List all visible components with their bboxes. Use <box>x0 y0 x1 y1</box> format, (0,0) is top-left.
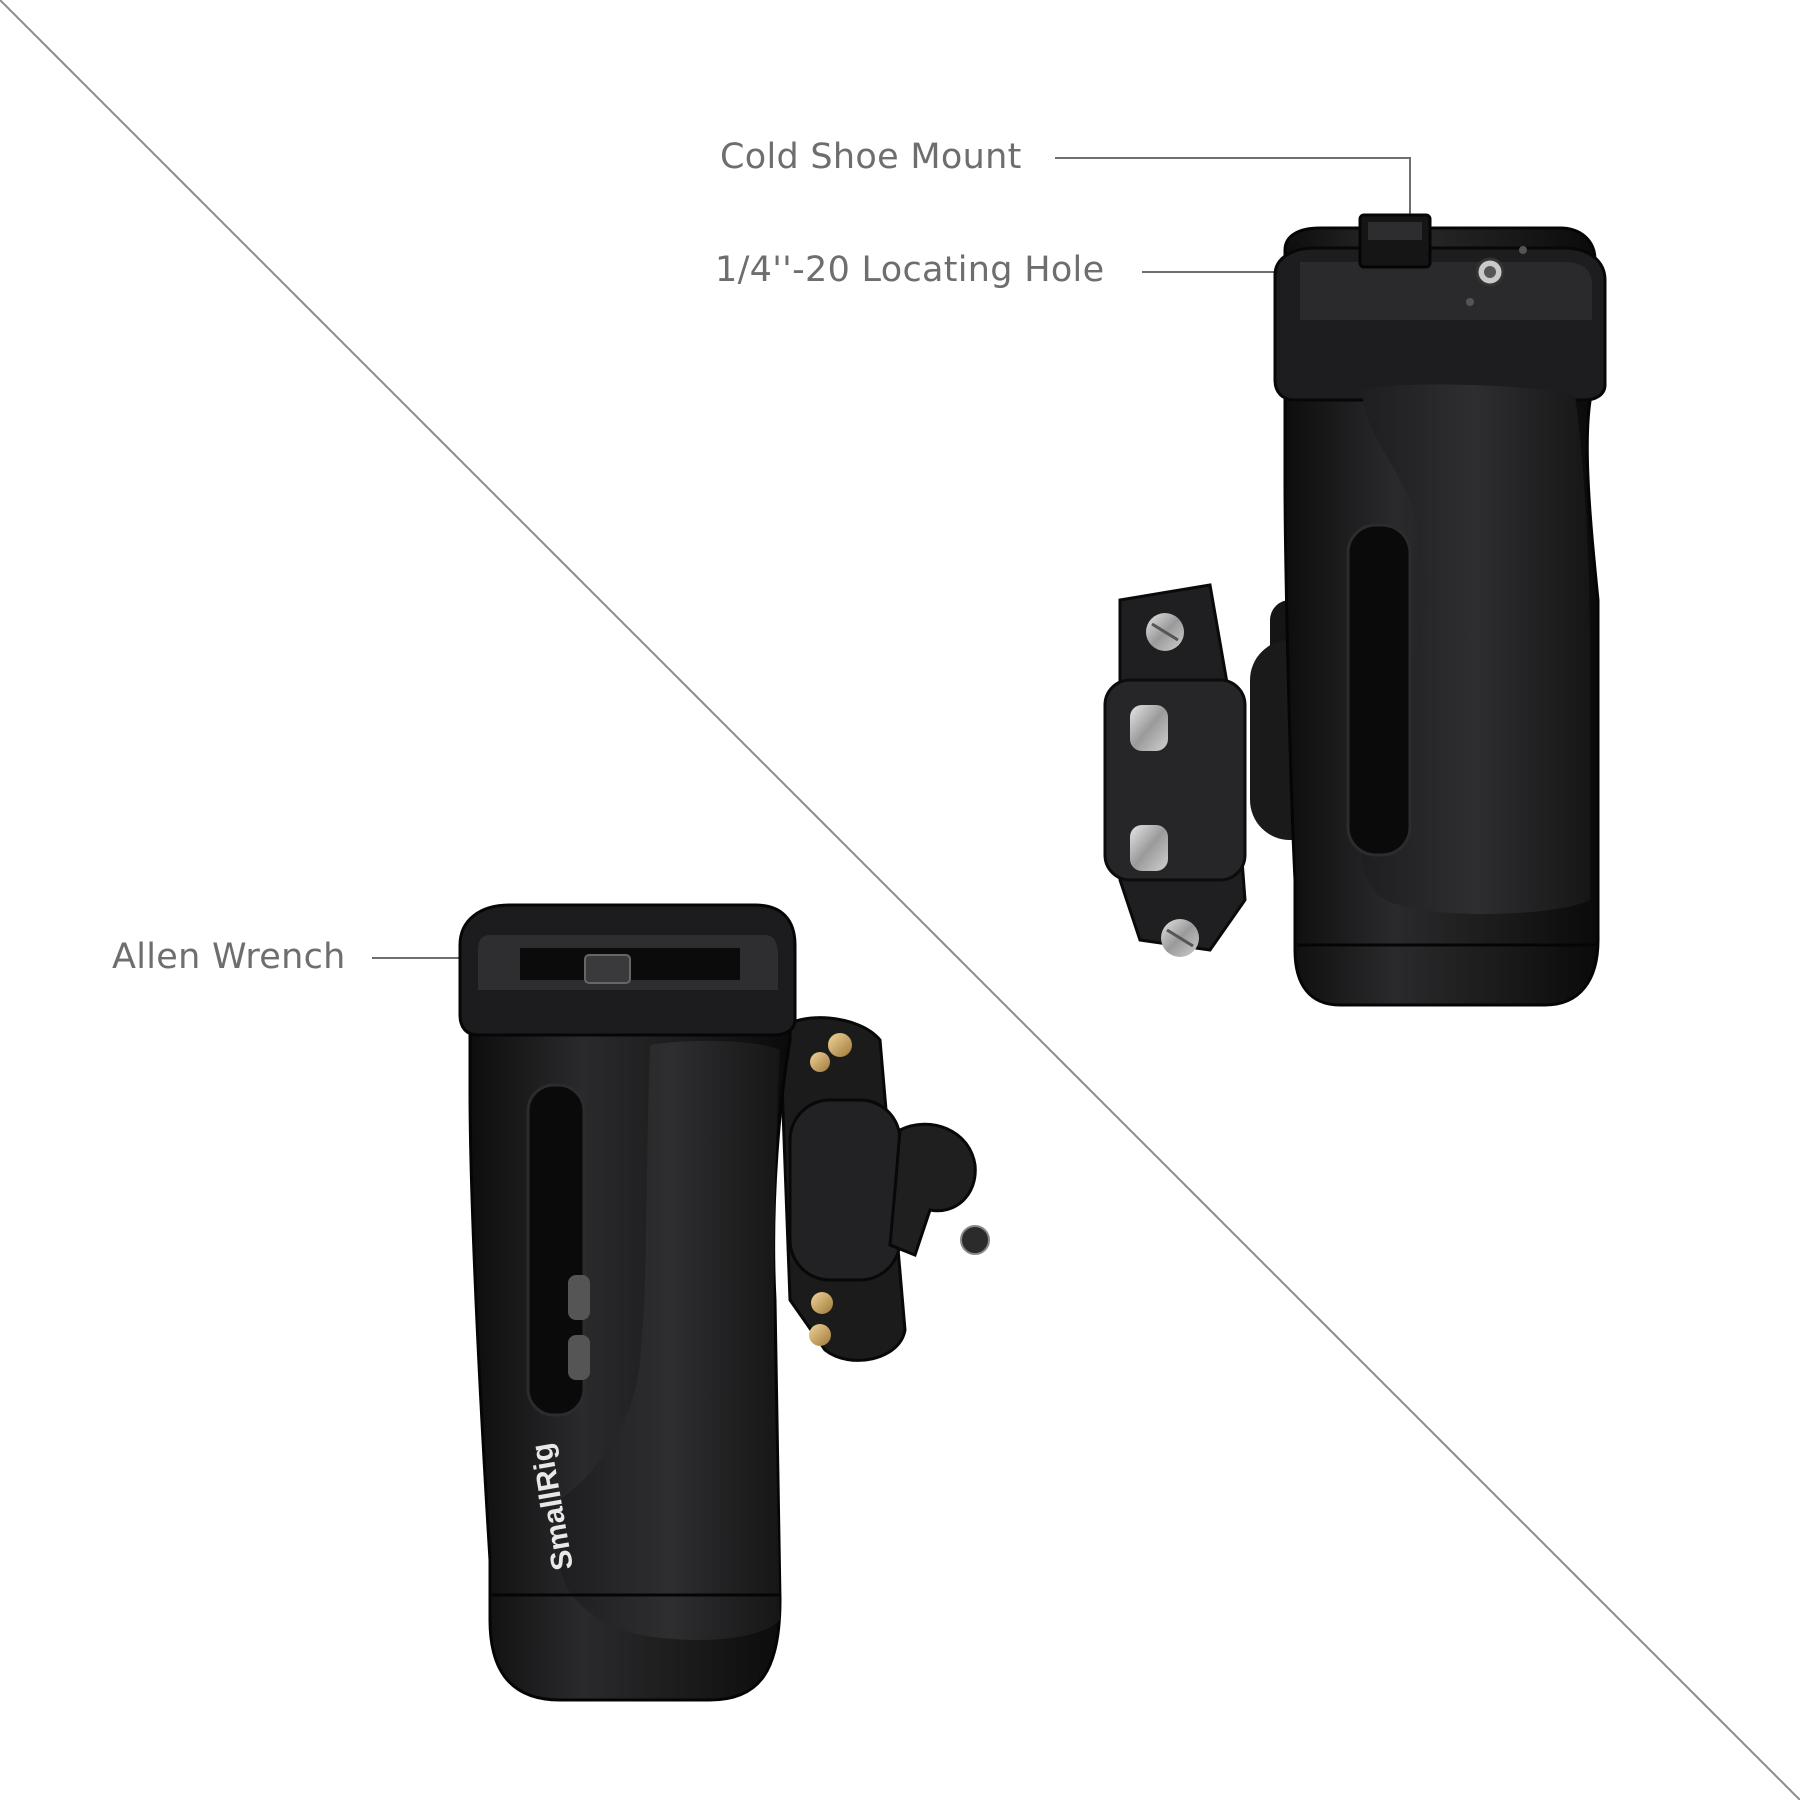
top-handle <box>1103 213 1607 1007</box>
top-handle-grip-panel <box>1360 384 1590 915</box>
allen-wrench <box>584 954 631 984</box>
bottom-handle-slot <box>526 1083 586 1417</box>
bottom-handle-grip-panel <box>560 1040 780 1640</box>
cold-shoe-callout-label: Cold Shoe Mount <box>720 137 1022 177</box>
bottom-handle-rosette-mount <box>778 1016 990 1362</box>
allen-wrench-callout-label: Allen Wrench <box>112 937 346 977</box>
bottom-handle: SmallRig <box>458 903 990 1702</box>
locating-hole-callout-label: 1/4''-20 Locating Hole <box>715 250 1105 290</box>
top-handle-slot <box>1346 523 1412 857</box>
